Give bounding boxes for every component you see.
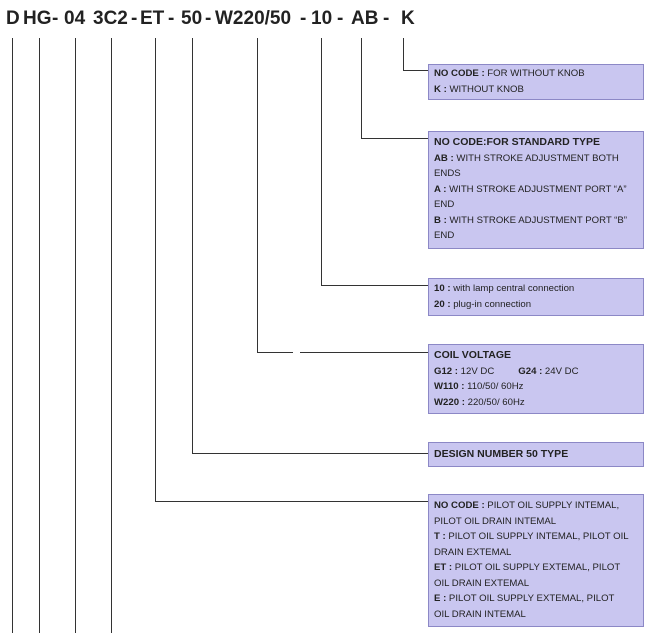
code-voltage: W220/50 (215, 8, 292, 29)
coil-dc-row: G12 : 12V DC G24 : 24V DC (434, 364, 637, 380)
code-spool: 3C2 (93, 8, 128, 29)
option-value: with lamp central connection (450, 283, 575, 294)
knob-option-box: NO CODE : FOR WITHOUT KNOB K : WITHOUT K… (428, 64, 644, 100)
code-hg: HG (23, 8, 52, 29)
connection-20-row: 20 : plug-in connection (434, 297, 637, 313)
option-value: WITH STROKE ADJUSTMENT BOTH (453, 152, 619, 164)
stroke-a-row: A : WITH STROKE ADJUSTMENT PORT “A” (434, 182, 637, 198)
code-knob: K (401, 8, 415, 29)
code-dash: - (300, 8, 307, 29)
connector-line (155, 38, 156, 501)
option-key: NO CODE : (434, 68, 485, 79)
code-dash: - (205, 8, 212, 29)
code-connection: 10 (311, 8, 333, 29)
coil-voltage-box: COIL VOLTAGE G12 : 12V DC G24 : 24V DC W1… (428, 344, 644, 414)
option-value: 12V DC (458, 365, 495, 377)
code-d: D (6, 8, 20, 29)
code-dash: - (52, 8, 59, 29)
connector-line (192, 453, 428, 454)
pilot-e-row-cont: OIL DRAIN INTEMAL (434, 608, 526, 620)
option-value: 24V DC (542, 365, 579, 377)
connector-line (192, 38, 193, 453)
option-value: PILOT OIL SUPPLY INTEMAL, (484, 500, 620, 511)
code-dash: - (337, 8, 344, 29)
pilot-et-row: ET : PILOT OIL SUPPLY EXTEMAL, PILOT (434, 560, 637, 576)
option-value: WITHOUT KNOB (446, 83, 524, 95)
option-key: G12 : (434, 365, 458, 377)
option-value: PILOT OIL SUPPLY EXTEMAL, PILOT (446, 593, 615, 604)
knob-no-code-row: NO CODE : FOR WITHOUT KNOB (434, 66, 637, 82)
stroke-header: NO CODE:FOR STANDARD TYPE (434, 136, 601, 148)
option-key: G24 : (518, 365, 543, 377)
option-key: 20 : (434, 298, 451, 310)
stroke-b-row: B : WITH STROKE ADJUSTMENT PORT “B” (434, 213, 637, 229)
connector-line (300, 352, 428, 353)
connector-line (361, 38, 362, 138)
connector-line (12, 38, 13, 633)
connector-line (75, 38, 76, 633)
option-value: WITH STROKE ADJUSTMENT PORT “B” (446, 214, 627, 226)
connector-line (257, 38, 258, 352)
design-number-box: DESIGN NUMBER 50 TYPE (428, 442, 644, 467)
option-key: NO CODE : (434, 500, 485, 511)
coil-w220-row: W220 : 220/50/ 60Hz (434, 395, 637, 411)
option-key: A : (434, 183, 447, 195)
option-key: K : (434, 83, 447, 95)
option-key: 10 : (434, 283, 451, 294)
stroke-b-row-cont: END (434, 230, 455, 241)
code-size: 04 (64, 8, 86, 29)
pilot-et-row-cont: OIL DRAIN EXTEMAL (434, 577, 530, 589)
option-value: PILOT OIL SUPPLY EXTEMAL, PILOT (452, 562, 621, 573)
connector-line (155, 501, 428, 502)
connector-line (257, 352, 293, 353)
code-dash: - (383, 8, 390, 29)
code-design: 50 (181, 8, 203, 29)
code-dash: - (168, 8, 175, 29)
option-value: 110/50/ 60Hz (464, 381, 524, 392)
option-key: B : (434, 214, 447, 226)
option-value: plug-in connection (450, 298, 532, 310)
option-key: W220 : (434, 396, 465, 408)
option-key: ET : (434, 562, 453, 573)
design-header: DESIGN NUMBER 50 TYPE (434, 448, 569, 460)
option-value: 220/50/ 60Hz (464, 396, 525, 408)
option-key: W110 : (434, 381, 465, 392)
connector-line (361, 138, 428, 139)
connection-option-box: 10 : with lamp central connection 20 : p… (428, 278, 644, 316)
stroke-option-box: NO CODE:FOR STANDARD TYPE AB : WITH STRO… (428, 131, 644, 249)
option-key: AB : (434, 152, 454, 164)
connector-line (39, 38, 40, 633)
pilot-oil-box: NO CODE : PILOT OIL SUPPLY INTEMAL, PILO… (428, 494, 644, 627)
coil-header: COIL VOLTAGE (434, 349, 512, 361)
connector-line (321, 285, 428, 286)
connector-line (111, 38, 112, 633)
option-value: FOR WITHOUT KNOB (484, 68, 585, 79)
pilot-e-row: E : PILOT OIL SUPPLY EXTEMAL, PILOT (434, 591, 637, 607)
pilot-t-row: T : PILOT OIL SUPPLY INTEMAL, PILOT OIL (434, 529, 637, 545)
stroke-ab-row-cont: ENDS (434, 168, 461, 179)
stroke-ab-row: AB : WITH STROKE ADJUSTMENT BOTH (434, 151, 637, 167)
code-stroke: AB (351, 8, 379, 29)
code-et: ET (140, 8, 165, 29)
option-value: PILOT OIL SUPPLY INTEMAL, PILOT OIL (445, 531, 629, 542)
code-dash: - (131, 8, 138, 29)
option-value: WITH STROKE ADJUSTMENT PORT “A” (446, 183, 627, 195)
connector-line (403, 70, 428, 71)
connector-line (321, 38, 322, 285)
pilot-t-row-cont: DRAIN EXTEMAL (434, 546, 512, 558)
stroke-a-row-cont: END (434, 199, 455, 210)
option-key: T : (434, 531, 446, 542)
connector-line (403, 38, 404, 70)
pilot-no-code-row-cont: PILOT OIL DRAIN INTEMAL (434, 515, 557, 527)
connection-10-row: 10 : with lamp central connection (434, 281, 637, 297)
pilot-no-code-row: NO CODE : PILOT OIL SUPPLY INTEMAL, (434, 498, 637, 514)
option-key: E : (434, 593, 447, 604)
coil-w110-row: W110 : 110/50/ 60Hz (434, 379, 637, 395)
knob-k-row: K : WITHOUT KNOB (434, 82, 637, 98)
